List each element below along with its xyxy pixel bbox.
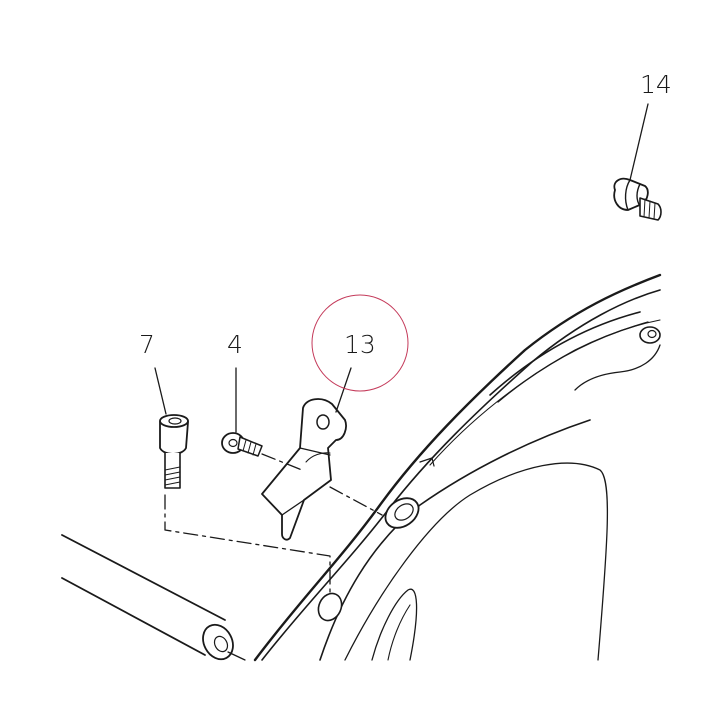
- callout-13: 13: [344, 330, 376, 359]
- leader-13: [335, 367, 352, 413]
- part-7-cap-screw: [159, 414, 189, 489]
- frame-hole-upper: [384, 497, 420, 529]
- assembly-lines: [164, 453, 383, 596]
- callout-14: 14: [640, 70, 672, 99]
- part-4-screw: [221, 432, 263, 457]
- leader-14: [629, 103, 649, 181]
- leader-7: [154, 367, 167, 415]
- frame-hole-top-right: [639, 326, 661, 344]
- part-14-fitting: [613, 177, 662, 221]
- callout-4: 4: [227, 330, 243, 359]
- callout-7: 7: [139, 330, 155, 359]
- tube: [61, 534, 246, 661]
- frame-hole-lower: [317, 592, 343, 622]
- highlight-circle-13: [311, 294, 409, 392]
- part-13-bracket: [261, 398, 347, 541]
